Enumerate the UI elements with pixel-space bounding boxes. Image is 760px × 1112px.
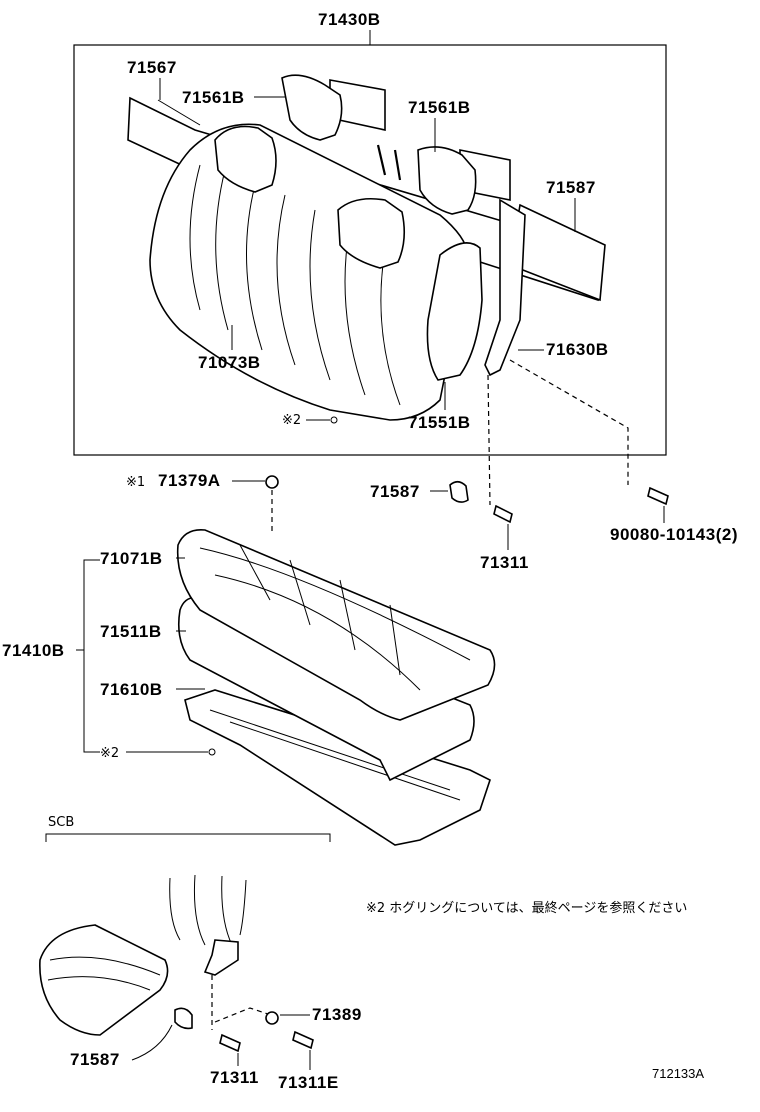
label-note2-lower: ※2 xyxy=(100,746,119,761)
bolt-71311-bottom-icon xyxy=(219,1033,241,1053)
hook-71587-bottom-icon xyxy=(174,1007,193,1030)
label-71511b: 71511B xyxy=(100,622,162,641)
footnote-hog-ring: ※2 ホグリングについては、最終ページを参照ください xyxy=(366,900,687,916)
label-71311-bottom: 71311 xyxy=(210,1068,259,1087)
label-71630b: 71630B xyxy=(546,340,609,359)
label-71071b: 71071B xyxy=(100,549,163,568)
dash-scb-71389 xyxy=(214,1007,269,1023)
label-71311e: 71311E xyxy=(278,1073,339,1092)
hook-71587-icon xyxy=(449,480,469,503)
clip-71379a-icon xyxy=(265,475,279,489)
bolt-71311e-icon xyxy=(292,1030,314,1050)
hog-ring-icon-upper xyxy=(330,416,338,424)
label-90080: 90080-10143(2) xyxy=(610,525,738,544)
label-71311-mid: 71311 xyxy=(480,553,529,572)
label-71389: 71389 xyxy=(312,1005,362,1024)
label-71561b-right: 71561B xyxy=(408,98,471,117)
scb-detail-drawing xyxy=(39,874,247,1036)
label-note2-upper: ※2 xyxy=(282,413,301,428)
label-71567: 71567 xyxy=(127,58,177,77)
leader-71587-bottom xyxy=(131,1024,173,1061)
label-71587-mid: 71587 xyxy=(370,482,420,501)
label-71430b: 71430B xyxy=(318,10,381,29)
hog-ring-icon-lower xyxy=(208,748,216,756)
bolt-90080-icon xyxy=(647,486,669,506)
dash-71311-mid xyxy=(487,374,491,506)
label-note1-mark: ※1 xyxy=(126,475,145,490)
seat-cushion-drawing xyxy=(176,528,496,846)
nut-71389-icon xyxy=(265,1011,279,1025)
seatback-drawing xyxy=(127,74,606,421)
label-71587-top: 71587 xyxy=(546,178,596,197)
scb-bracket xyxy=(45,833,331,842)
label-71610b: 71610B xyxy=(100,680,163,699)
label-71379a: 71379A xyxy=(158,471,221,490)
label-scb: SCB xyxy=(48,815,74,830)
dash-90080 xyxy=(509,359,629,485)
label-71551b: 71551B xyxy=(408,413,471,432)
label-71073b: 71073B xyxy=(198,353,261,372)
label-71587-bottom: 71587 xyxy=(70,1050,120,1069)
bracket-71410b xyxy=(83,559,100,753)
label-71561b-left: 71561B xyxy=(182,88,245,107)
label-71410b: 71410B xyxy=(2,641,65,660)
figure-code: 712133A xyxy=(652,1066,704,1081)
seatback-assembly-frame xyxy=(73,44,667,456)
bolt-71311-mid-icon xyxy=(493,504,513,524)
